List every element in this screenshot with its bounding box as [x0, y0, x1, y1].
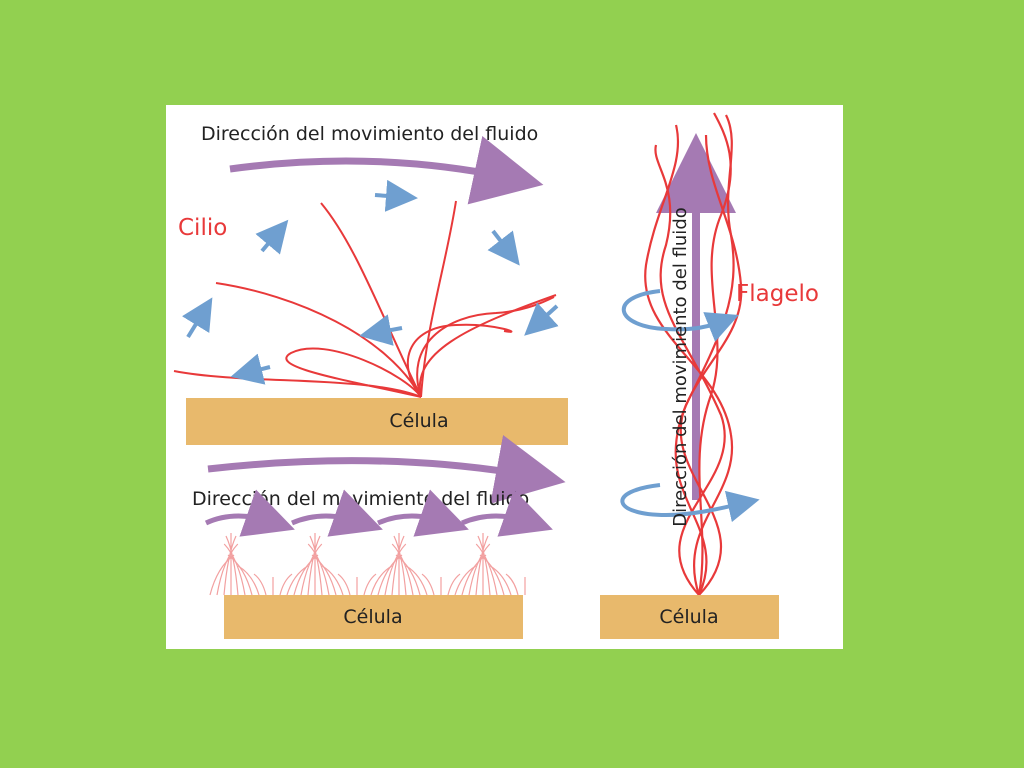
fine-cilium	[363, 573, 377, 596]
motion-arrow	[487, 229, 520, 266]
bottom-left-cell-label: Célula	[343, 606, 402, 628]
fine-cilium	[279, 573, 293, 596]
top-fluid-direction-arrow	[229, 135, 544, 205]
fine-cilium	[391, 543, 414, 596]
flagellum-rotation-arrows	[620, 289, 760, 523]
fine-cilium	[321, 565, 344, 596]
flagellum-stroke	[644, 124, 734, 596]
fine-cilium	[253, 573, 267, 596]
rotation-arrow	[622, 289, 739, 342]
cilium-stroke	[416, 296, 555, 398]
cilia-wave-arrow	[460, 489, 553, 537]
fine-cilium	[300, 543, 323, 596]
cilium-motion-arrows	[181, 179, 559, 385]
diagram-panel: Dirección del movimiento del fluido Cili…	[166, 105, 843, 649]
cilia-wave-arrow	[376, 489, 469, 537]
fine-cilium	[421, 573, 435, 596]
fine-cilium	[479, 554, 505, 596]
fine-cilium	[237, 565, 260, 596]
motion-arrow	[255, 219, 289, 255]
cilium-stroke	[406, 323, 513, 398]
top-left-cell	[186, 398, 568, 445]
fine-cilium	[405, 565, 428, 596]
cilia-wave-arrow	[290, 489, 383, 537]
cilia-field	[209, 533, 526, 596]
cilium-stroke	[215, 282, 422, 398]
fine-cilium	[384, 543, 407, 596]
fine-cilium	[475, 543, 498, 596]
fine-cilium	[223, 543, 246, 596]
fine-cilium	[475, 535, 489, 596]
bottom-fluid-direction-arrow	[207, 434, 566, 504]
fine-cilium	[391, 535, 405, 596]
cilium-stroke	[418, 294, 557, 398]
cilio-label: Cilio	[178, 215, 227, 241]
cilia-wave-arrows	[204, 489, 553, 537]
cilium-strokes	[173, 200, 557, 398]
right-cell-label: Célula	[659, 606, 718, 628]
cilium-stroke	[173, 370, 422, 398]
fine-cilium	[337, 573, 351, 596]
fine-cilium	[395, 554, 421, 596]
flagellum-stroke	[654, 144, 726, 596]
bottom-left-cell	[224, 595, 523, 639]
motion-arrow	[374, 179, 418, 212]
right-fluid-direction-label: Dirección del movimiento del fluido	[670, 207, 691, 527]
fine-cilium	[307, 535, 321, 596]
fine-cilium	[307, 543, 330, 596]
fine-cilium	[216, 543, 239, 596]
bottom-left-fluid-direction-label: Dirección del movimiento del fluido	[192, 488, 529, 510]
right-cell	[600, 595, 779, 639]
fine-cilium	[223, 535, 237, 596]
cilium-stroke	[285, 347, 422, 398]
cilia-wave-arrow	[204, 489, 295, 537]
motion-arrow	[230, 353, 271, 385]
motion-arrow	[359, 314, 403, 346]
fine-cilium	[311, 554, 337, 596]
fine-cilium	[468, 543, 491, 596]
cilia-flagella-diagram: Dirección del movimiento del fluido Cili…	[173, 112, 819, 639]
motion-arrow	[181, 297, 213, 339]
fine-cilium	[489, 565, 512, 596]
rotation-arrow	[620, 483, 760, 523]
top-left-fluid-direction-label: Dirección del movimiento del fluido	[201, 123, 538, 145]
flagellum-stroke	[674, 134, 743, 596]
top-left-cell-label: Célula	[389, 410, 448, 432]
fine-cilium	[227, 554, 253, 596]
fine-cilium	[505, 573, 519, 596]
motion-arrow	[524, 302, 559, 336]
cilium-stroke	[320, 202, 422, 398]
flagelo-label: Flagelo	[736, 281, 819, 307]
fine-cilium	[447, 573, 461, 596]
